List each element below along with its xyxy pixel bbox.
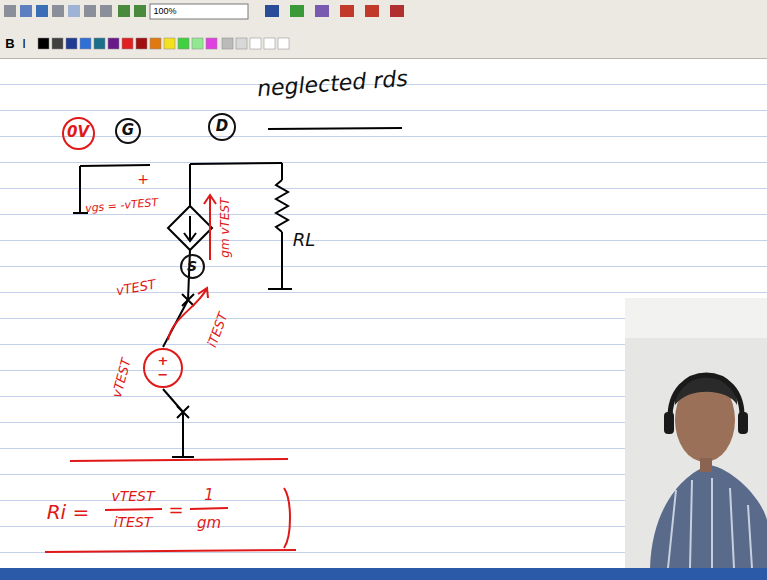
circled-node-label: D [208,113,236,141]
formula-numerator: vTEST [111,489,154,504]
red-annotations [45,195,296,552]
node-text: G [122,123,134,139]
formula-equals: = [168,500,183,520]
toolbar-icons [4,4,404,19]
toolbar-button: I [22,37,26,51]
formula-denominator: gm [197,515,221,532]
circled-node-label: 0V [62,117,95,150]
zoom-value: 100% [153,7,176,17]
node-text: S [187,259,197,274]
polarity-sign: + [137,172,149,187]
node-text: + [158,354,169,368]
resistor-label: RL [293,230,316,250]
formula-term: Ri = [47,501,90,523]
status-bar [0,568,767,580]
wires [73,163,292,457]
toolbar [0,0,767,59]
toolbar-button: B [5,37,14,51]
circled-node-label: G [115,118,141,144]
node-text: 0V [67,125,89,141]
formula-numerator: 1 [204,487,214,504]
color-palette [38,38,289,49]
node-text: − [158,368,169,382]
formula-denominator: iTEST [114,515,153,530]
webcam-inset [625,298,767,568]
current-label: gm vTEST [219,198,232,258]
circled-node-label: S [180,254,205,279]
node-text: D [216,119,228,135]
voltage-source: +− [143,348,183,388]
